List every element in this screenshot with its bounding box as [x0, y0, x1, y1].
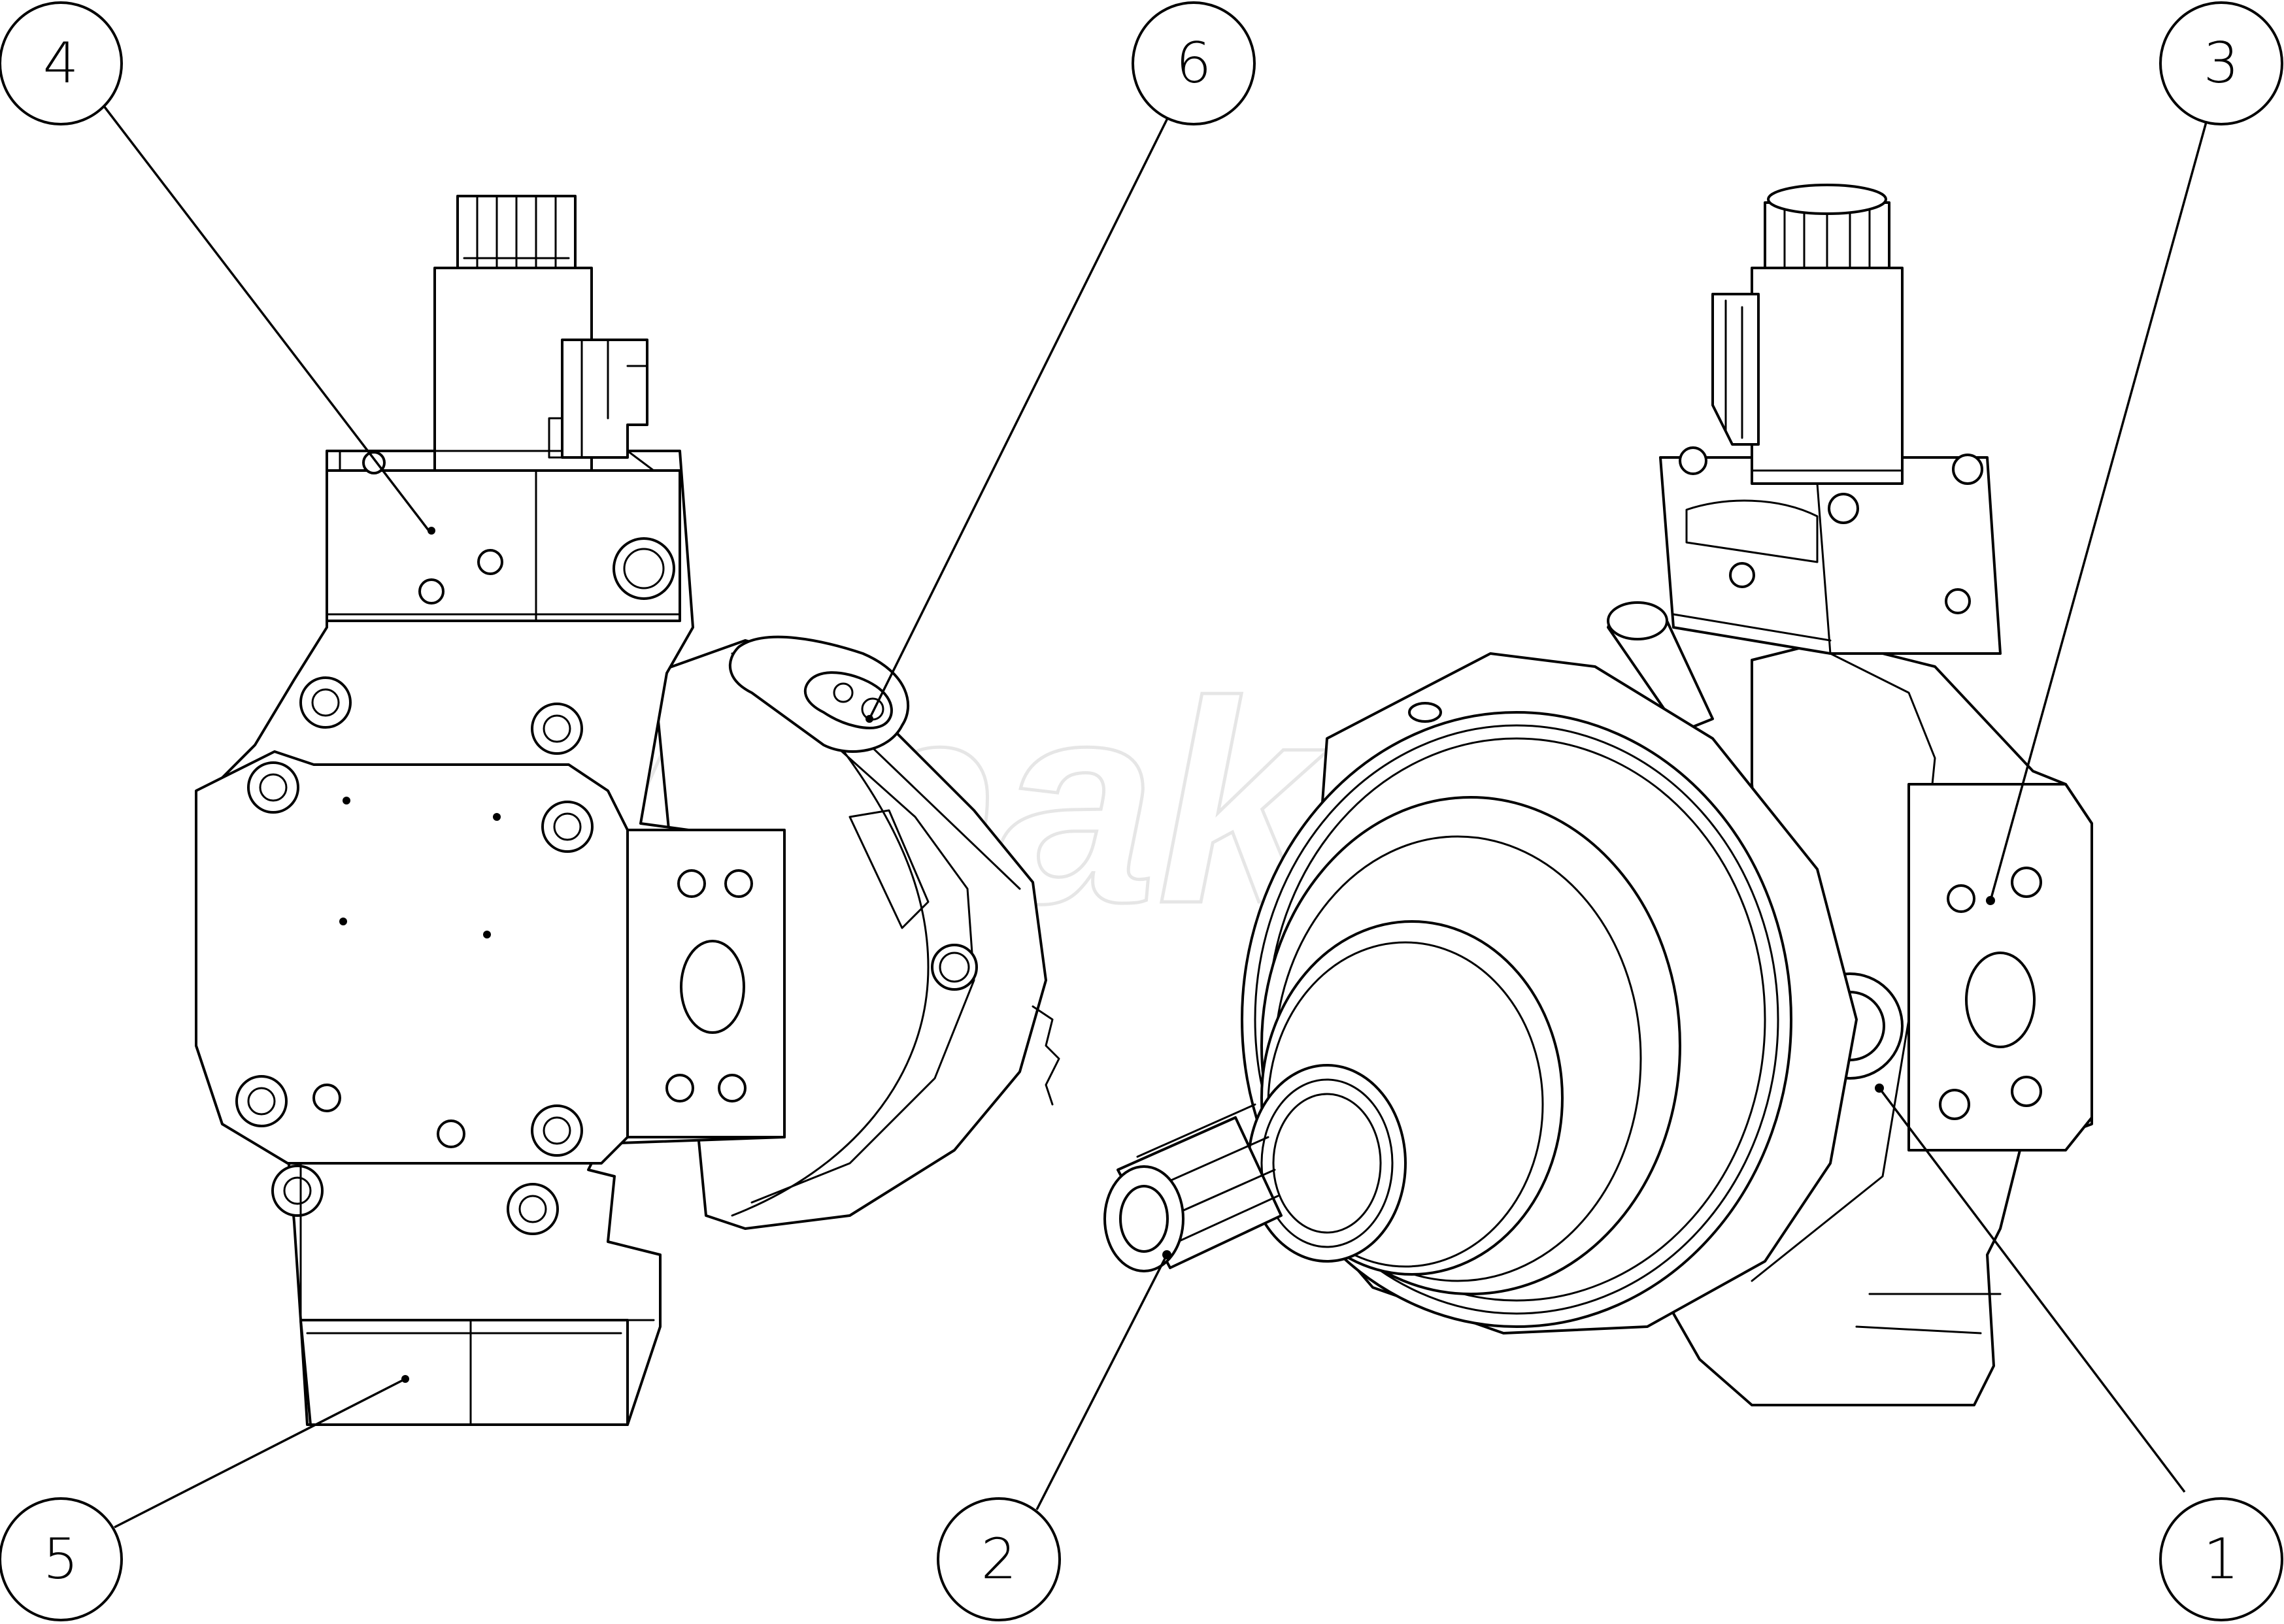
leader-3: [1989, 114, 2209, 901]
callout-3: 3: [2159, 1, 2283, 125]
callout-label-3: 3: [2204, 31, 2240, 96]
callout-6: 6: [1132, 1, 1256, 125]
left-motor-assembly: [195, 195, 1060, 1426]
callout-label-1: 1: [2204, 1527, 2240, 1592]
callout-2: 2: [937, 1497, 1061, 1621]
leader-lines: [95, 95, 2209, 1529]
callout-label-4: 4: [43, 31, 79, 96]
leader-5: [114, 1378, 406, 1529]
leader-4: [95, 95, 430, 532]
callout-label-5: 5: [43, 1527, 79, 1592]
right-motor-assembly: [1103, 184, 2093, 1406]
leader-2: [1035, 1254, 1168, 1510]
leader-1: [1878, 1087, 2186, 1493]
callout-4: 4: [0, 1, 123, 125]
callout-1: 1: [2159, 1497, 2283, 1621]
callout-label-6: 6: [1176, 31, 1212, 96]
leader-6: [868, 118, 1169, 720]
callout-label-2: 2: [981, 1527, 1017, 1592]
callout-5: 5: [0, 1497, 123, 1621]
